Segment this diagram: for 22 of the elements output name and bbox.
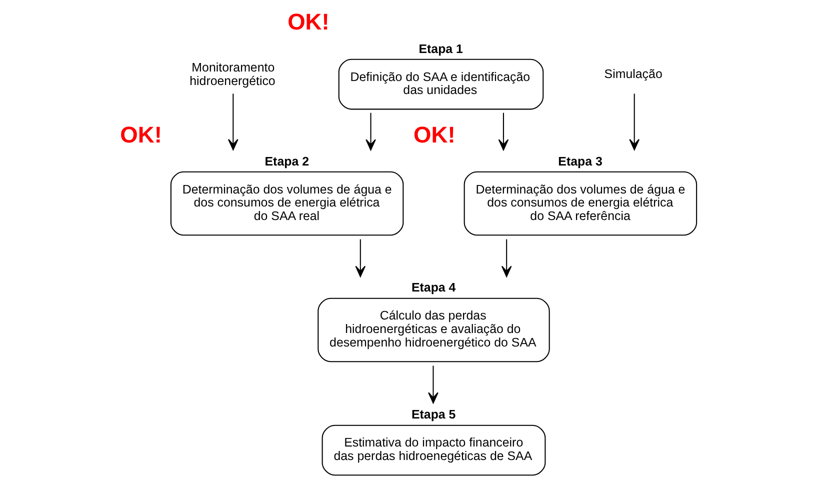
node-box: Definição do SAA e identificação das unidades <box>338 58 544 110</box>
node-text: Simulação <box>604 67 662 82</box>
node-label: Etapa 4 <box>410 280 456 295</box>
arrow <box>500 239 512 278</box>
arrow <box>498 112 508 150</box>
node-box: Determinação dos volumes de água e dos consumos de energia elétrica do SAA real <box>170 171 404 236</box>
arrow <box>628 94 640 150</box>
node-label: Etapa 5 <box>410 408 456 422</box>
arrow <box>428 366 438 404</box>
node-label: OK! <box>413 121 455 148</box>
node-box: Determinação dos volumes de água e dos consumos de energia elétrica do SAA referência <box>463 171 697 236</box>
arrow <box>227 94 238 150</box>
node-label: OK! <box>287 8 329 34</box>
arrow <box>365 112 376 150</box>
node-box: Cálculo das perdas hidroenergéticas e avaliação do desempenho hidroenergético do SAA <box>317 298 550 362</box>
node-label: Etapa 3 <box>558 154 602 168</box>
node-label: Etapa 2 <box>264 154 309 168</box>
node-box: Estimativa do impacto financeiro das perdas hidroenegéticas de SAA <box>321 424 546 476</box>
arrow <box>354 239 366 278</box>
node-text: Monitoramento hidroenergético <box>189 60 275 88</box>
node-label: OK! <box>120 121 162 148</box>
node-label: Etapa 1 <box>418 42 462 56</box>
